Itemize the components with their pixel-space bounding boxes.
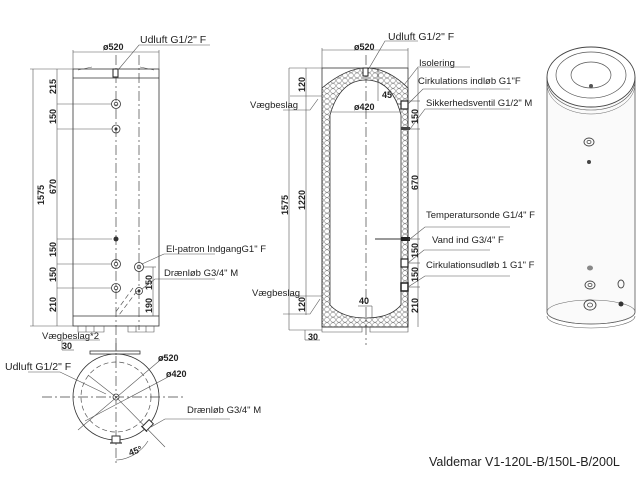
dim-outer: ø520 (354, 42, 375, 52)
vent-fitting (362, 67, 369, 77)
tank-top-lid (546, 46, 636, 108)
dim-150b: 150 (410, 243, 420, 258)
dim-total-height: 1575 (36, 185, 46, 205)
dim-670: 670 (48, 179, 58, 194)
label-temp-sensor: Temperatursonde G1/4" F (426, 210, 535, 221)
dim-150a: 150 (48, 109, 58, 124)
side-view: ø520 1575 215 150 670 150 150 210 150 19… (30, 34, 266, 360)
dim-30: 30 (62, 341, 72, 351)
label-heater-inlet: El-patron IndgangG1" F (166, 244, 266, 255)
circulation-inlet-fitting (400, 100, 409, 110)
dim-210: 210 (48, 297, 58, 312)
label-drain: Drænløb G3/4" M (164, 268, 238, 279)
dim-120-top: 120 (297, 77, 307, 92)
bracket-plate (89, 350, 141, 355)
label-wall-bracket-top: Vægbeslag (250, 100, 298, 111)
section-view: ø520 ø420 45 1575 120 1220 120 150 670 1… (250, 31, 535, 345)
dim-diameter: ø520 (103, 42, 124, 52)
port (113, 236, 119, 242)
label-wall-bracket: Vægbeslag*2 (42, 331, 99, 342)
tank-3d-render (546, 46, 636, 329)
dim-45: 45 (382, 90, 392, 100)
vent-fitting (112, 68, 119, 78)
dim-150: 150 (410, 109, 420, 124)
label-drain-top: Drænløb G3/4" M (187, 405, 261, 416)
dim-30: 30 (308, 332, 318, 342)
label-wall-bracket-bottom: Vægbeslag (252, 288, 300, 299)
dim-angle: 45° (127, 444, 144, 458)
dim-210: 210 (410, 298, 420, 313)
label-circulation-outlet: Cirkulationsudløb 1 G1" F (426, 260, 535, 271)
label-water-in: Vand ind G3/4" F (432, 235, 504, 246)
dim-outer: ø520 (158, 353, 179, 363)
label-insulation: Isolering (419, 58, 455, 69)
bottom-fitting (111, 435, 121, 444)
dim-150b: 150 (48, 242, 58, 257)
label-vent: Udluft G1/2" F (140, 34, 206, 46)
dim-215: 215 (48, 79, 58, 94)
dim-150c: 150 (48, 267, 58, 282)
temp-sensor-fitting (401, 237, 410, 241)
dim-150-right: 150 (144, 275, 154, 290)
dim-150c: 150 (410, 267, 420, 282)
dim-inner: ø420 (354, 102, 375, 112)
label-vent-top: Udluft G1/2" F (5, 361, 71, 373)
dim-40: 40 (359, 296, 369, 306)
circulation-outlet-fitting (400, 282, 409, 292)
label-vent: Udluft G1/2" F (388, 31, 454, 43)
drain-port (135, 287, 143, 295)
dim-120-bottom: 120 (297, 297, 307, 312)
model-title: Valdemar V1-120L-B/150L-B/200L (429, 455, 620, 469)
top-view: ø520 ø420 45° Udluft G1/2" F Drænløb G3/… (5, 340, 261, 465)
label-safety-valve: Sikkerhedsventil G1/2" M (426, 98, 532, 109)
drain-fitting (140, 418, 155, 433)
safety-valve-fitting (401, 127, 410, 130)
water-in-fitting (400, 258, 409, 268)
label-circulation-inlet: Cirkulations indløb G1"F (418, 76, 521, 87)
dim-670: 670 (410, 175, 420, 190)
dim-190: 190 (144, 298, 154, 313)
dim-inner: ø420 (166, 369, 187, 379)
dim-1220: 1220 (297, 190, 307, 210)
dim-total-height: 1575 (280, 195, 290, 215)
inner-tank (329, 79, 402, 319)
